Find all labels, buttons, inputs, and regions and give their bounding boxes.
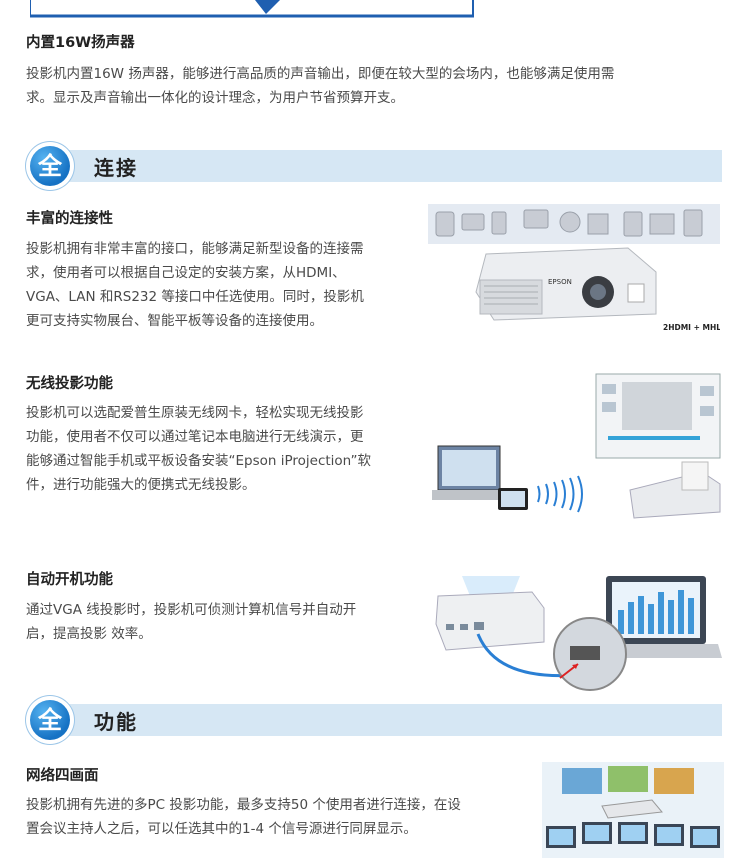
section-badge: 全 [26, 142, 74, 190]
connectivity-projector-image: EPSON 2HDMI + MHL [428, 204, 721, 334]
wireless-body: 投影机可以选配爱普生原装无线网卡，轻松实现无线投影 功能，使用者不仅可以通过笔记… [26, 405, 371, 493]
section-title: 功能 [94, 710, 138, 734]
connectivity-body: 投影机拥有非常丰富的接口，能够满足新型设备的连接需 求，使用者可以根据自己设定的… [26, 241, 364, 329]
autopower-body: 通过VGA 线投影时，投影机可侦测计算机信号并自动开 启，提高投影 效率。 [26, 602, 357, 642]
brand-label: EPSON [548, 278, 572, 286]
autopower-image [432, 568, 722, 694]
section-band-connect: 连接 [38, 150, 722, 182]
wireless-heading: 无线投影功能 [26, 376, 113, 392]
speaker-heading: 内置16W扬声器 [26, 35, 135, 51]
section-band-function: 功能 [38, 704, 722, 736]
multipc-body: 投影机拥有先进的多PC 投影功能，最多支持50 个使用者进行连接，在设 置会议主… [26, 797, 461, 837]
section-title: 连接 [94, 156, 138, 180]
multipc-image [542, 762, 724, 858]
connectivity-heading: 丰富的连接性 [26, 211, 113, 227]
image-caption: 2HDMI + MHL [663, 323, 720, 332]
section-badge: 全 [26, 696, 74, 744]
top-image-fragment [29, 0, 474, 18]
multipc-heading: 网络四画面 [26, 768, 99, 784]
autopower-heading: 自动开机功能 [26, 572, 113, 588]
wireless-projection-image [428, 372, 724, 524]
speaker-body: 投影机内置16W 扬声器，能够进行高品质的声音输出，即便在较大型的会场内，也能够… [26, 66, 615, 106]
